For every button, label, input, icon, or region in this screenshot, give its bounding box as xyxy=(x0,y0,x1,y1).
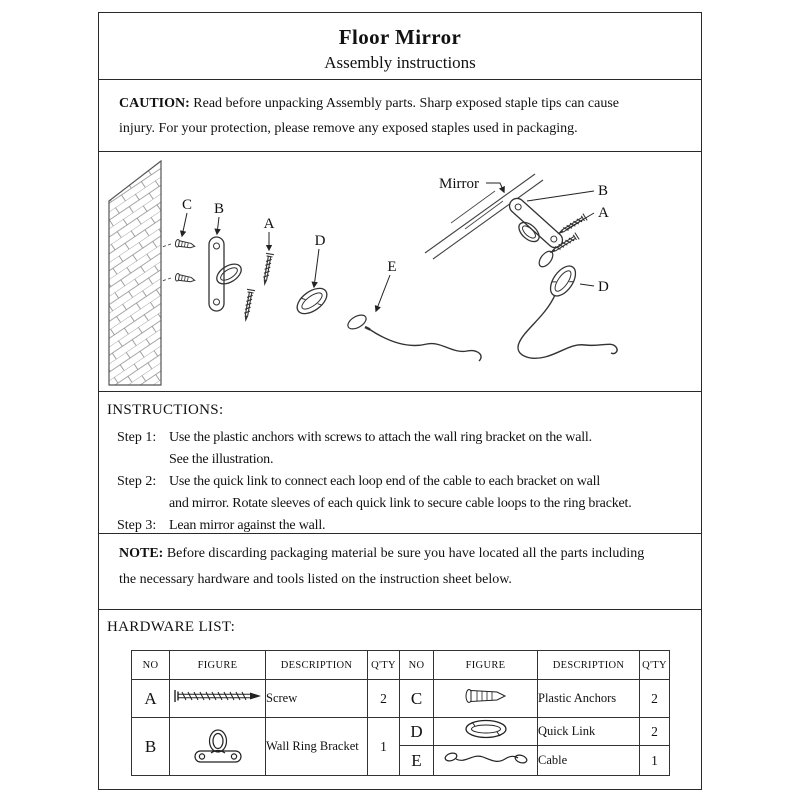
col-header-description: DESCRIPTION xyxy=(265,650,368,680)
cable-figure xyxy=(444,752,527,764)
step-label: Step 3: xyxy=(117,518,157,533)
step-label: Step 2: xyxy=(117,474,157,489)
section-divider xyxy=(99,79,701,80)
part-no: D xyxy=(399,717,434,746)
part-no: B xyxy=(131,717,170,776)
mirror-label: Mirror xyxy=(439,176,479,192)
caution-text: Read before unpacking Assembly parts. Sh… xyxy=(119,96,619,136)
step-text: Use the quick link to connect each loop … xyxy=(169,474,601,489)
part-qty: 2 xyxy=(639,717,670,746)
assembly-diagram: C B A D E Mirror B A D xyxy=(108,159,618,386)
part-description: Plastic Anchors xyxy=(537,679,640,718)
part-description: Screw xyxy=(265,679,368,718)
instructions-section: INSTRUCTIONS: Step 1: Use the plastic an… xyxy=(107,399,697,537)
note-label: NOTE: xyxy=(119,546,164,561)
title-block: Floor Mirror Assembly instructions xyxy=(99,25,701,73)
instruction-step-2: Step 2: Use the quick link to connect ea… xyxy=(117,471,697,515)
page-title: Floor Mirror xyxy=(338,25,462,49)
step-text: Lean mirror against the wall. xyxy=(169,518,326,533)
diagram-labels: C B A D E Mirror B A D xyxy=(182,176,609,295)
leader-lines xyxy=(179,182,595,313)
table-row: D Quick Link 2 xyxy=(399,717,670,746)
col-header-qty: Q'TY xyxy=(367,650,400,680)
step-text: Use the plastic anchors with screws to a… xyxy=(169,430,592,445)
step-label: Step 1: xyxy=(117,430,157,445)
table-row: B Wall Ring Bracket 1 xyxy=(131,717,400,776)
instruction-sheet: Floor Mirror Assembly instructions CAUTI… xyxy=(98,12,702,790)
plastic-anchors-figure xyxy=(465,689,506,703)
quick-link-figure xyxy=(464,719,507,739)
callout-b: B xyxy=(214,201,224,217)
part-figure-cell xyxy=(433,679,538,718)
wall-ring-bracket-drawing xyxy=(208,236,242,312)
mirror-assembly-drawing xyxy=(424,173,618,359)
step-text: See the illustration. xyxy=(169,452,274,467)
table-row: A Screw 2 xyxy=(131,679,400,718)
col-header-description: DESCRIPTION xyxy=(537,650,640,680)
page-subtitle: Assembly instructions xyxy=(324,53,476,72)
callout-a-right: A xyxy=(598,205,609,221)
part-figure-cell xyxy=(169,717,266,776)
hardware-table: NO FIGURE DESCRIPTION Q'TY A xyxy=(131,650,670,776)
step-text: and mirror. Rotate sleeves of each quick… xyxy=(169,496,632,511)
caution-paragraph: CAUTION: Read before unpacking Assembly … xyxy=(119,91,647,141)
part-figure-cell xyxy=(169,679,266,718)
instruction-step-1: Step 1: Use the plastic anchors with scr… xyxy=(117,427,697,471)
callout-d: D xyxy=(315,233,326,249)
section-divider xyxy=(99,609,701,610)
hardware-list-heading: HARDWARE LIST: xyxy=(107,619,236,635)
note-text: Before discarding packaging material be … xyxy=(119,546,645,587)
section-divider xyxy=(99,533,701,534)
brick-wall xyxy=(108,159,162,386)
callout-e: E xyxy=(387,259,396,275)
part-figure-cell xyxy=(433,717,538,746)
note-paragraph: NOTE: Before discarding packaging materi… xyxy=(119,541,647,593)
table-row: C Plastic Anchors 2 xyxy=(399,679,670,718)
col-header-qty: Q'TY xyxy=(639,650,670,680)
screw-figure xyxy=(173,690,261,702)
table-row: E Cable 1 xyxy=(399,745,670,776)
plastic-anchors-drawing xyxy=(161,238,196,285)
wall-ring-bracket-figure xyxy=(193,729,242,763)
section-divider xyxy=(99,151,701,152)
col-header-figure: FIGURE xyxy=(169,650,266,680)
part-figure-cell xyxy=(433,745,538,776)
part-description: Quick Link xyxy=(537,717,640,746)
part-qty: 1 xyxy=(639,745,670,776)
instruction-step-3: Step 3: Lean mirror against the wall. xyxy=(117,515,697,537)
quick-link-left-drawing xyxy=(292,282,332,320)
part-qty: 2 xyxy=(367,679,400,718)
section-divider xyxy=(99,391,701,392)
part-no: A xyxy=(131,679,170,718)
hardware-table-right: NO FIGURE DESCRIPTION Q'TY C Plasti xyxy=(399,650,670,776)
callout-d-right: D xyxy=(598,279,609,295)
instructions-heading: INSTRUCTIONS: xyxy=(107,402,224,418)
callout-a: A xyxy=(264,216,275,232)
col-header-figure: FIGURE xyxy=(433,650,538,680)
col-header-no: NO xyxy=(131,650,170,680)
hardware-table-left: NO FIGURE DESCRIPTION Q'TY A xyxy=(131,650,400,776)
screws-left-drawing xyxy=(240,252,275,324)
part-description: Cable xyxy=(537,745,640,776)
caution-label: CAUTION: xyxy=(119,96,190,111)
part-qty: 1 xyxy=(367,717,400,776)
part-no: E xyxy=(399,745,434,776)
col-header-no: NO xyxy=(399,650,434,680)
part-qty: 2 xyxy=(639,679,670,718)
part-no: C xyxy=(399,679,434,718)
cable-drawing xyxy=(347,314,482,362)
callout-c: C xyxy=(182,197,192,213)
part-description: Wall Ring Bracket xyxy=(265,717,368,776)
callout-b-right: B xyxy=(598,183,608,199)
